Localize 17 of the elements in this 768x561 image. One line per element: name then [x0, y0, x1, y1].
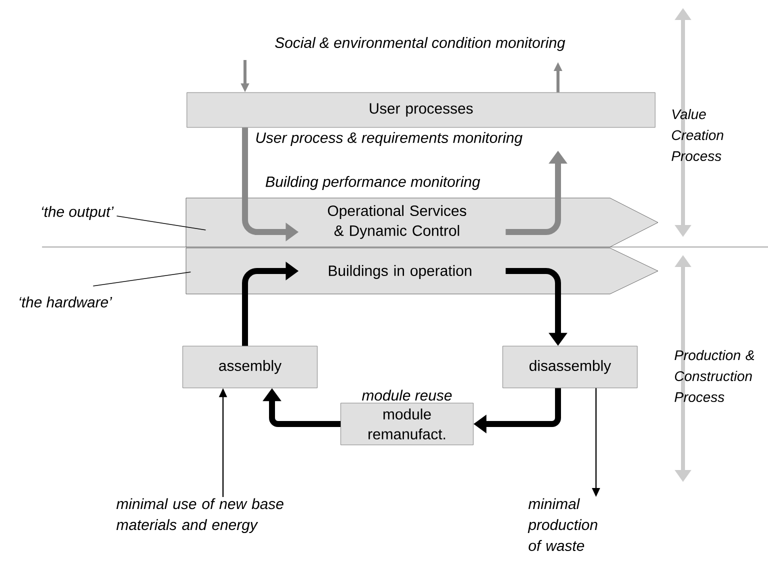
process-box: User processes — [186, 92, 656, 128]
process-box: assembly — [182, 346, 318, 388]
annotation-text: User process & requirements monitoring — [256, 132, 522, 146]
caption-text: module reuse — [362, 390, 452, 401]
note-text: minimal production of waste — [528, 498, 598, 551]
process-box: module remanufact. — [340, 402, 474, 446]
arrow-band: Buildings in operation — [186, 248, 658, 294]
annotation-text: Value Creation Process — [672, 108, 724, 162]
note-text: minimal use of new base materials and energy — [116, 498, 284, 534]
leader-line — [92, 272, 192, 286]
annotation-text: Social & environmental condition monitoring — [275, 37, 566, 51]
side-label: ‘the output’ — [42, 206, 114, 220]
arrow-band: Operational Services & Dynamic Control — [186, 198, 658, 248]
process-box: disassembly — [502, 346, 638, 388]
leader-line — [116, 216, 206, 230]
side-label: ‘the hardware’ — [20, 296, 112, 308]
annotation-text: Production & Construction Process — [674, 350, 754, 402]
